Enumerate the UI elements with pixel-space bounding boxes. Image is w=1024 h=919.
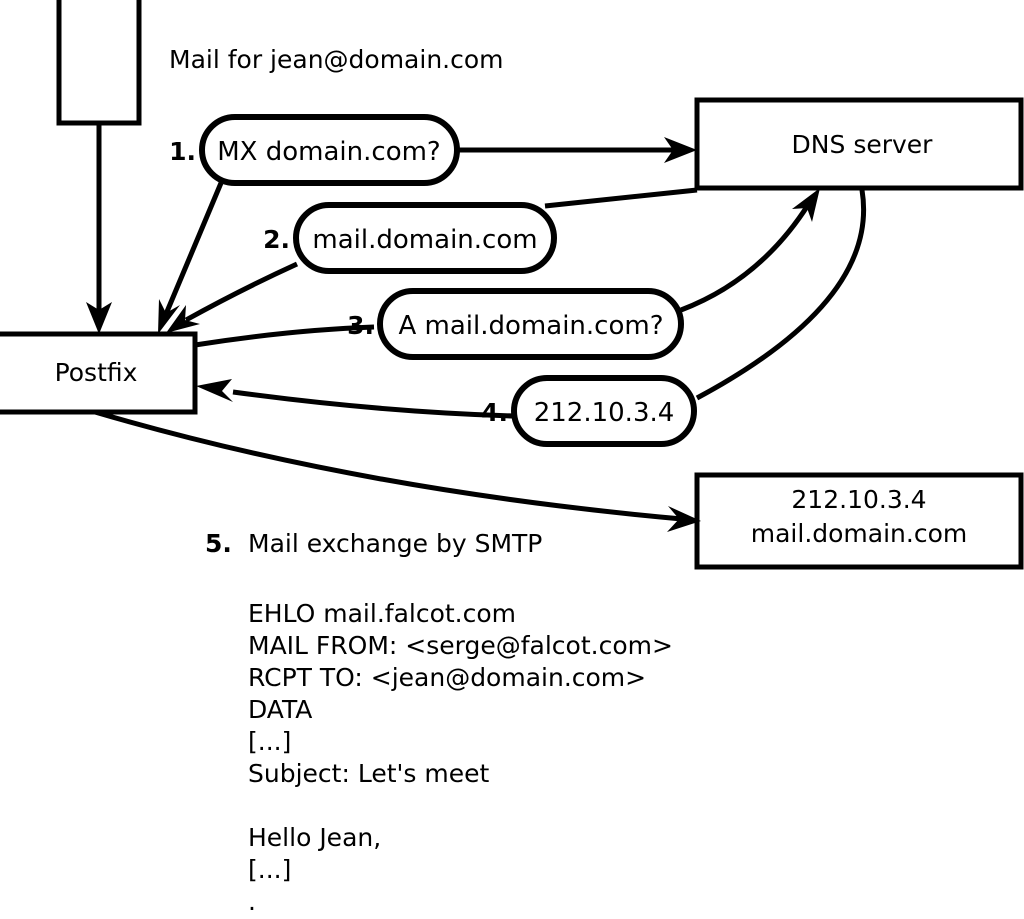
step-1-label: MX domain.com? [217, 137, 440, 167]
step-5-number: 5. [205, 529, 232, 558]
step-3-label: A mail.domain.com? [399, 311, 664, 341]
arrowhead-step2-to-postfix [166, 305, 200, 333]
arrowhead-step1-tail [158, 299, 180, 334]
bubble-step-1 [199, 114, 460, 186]
edge-step3-to-dns [680, 203, 811, 313]
bubble-step-2 [293, 202, 557, 274]
step-2-label: mail.domain.com [312, 225, 537, 255]
node-dns-label: DNS server [792, 130, 934, 159]
transcript-line: . [248, 887, 256, 916]
arrowhead-step1-to-dns [664, 137, 697, 163]
node-mailserver-line2: mail.domain.com [751, 519, 967, 548]
edge-postfix-to-mailserver [94, 409, 683, 522]
step-2-number: 2. [263, 225, 290, 254]
transcript-line: DATA [248, 695, 312, 724]
node-mailserver-box [694, 472, 1024, 570]
step-1-number: 1. [169, 137, 196, 166]
smtp-transcript: EHLO mail.falcot.com MAIL FROM: <serge@f… [248, 599, 673, 916]
transcript-line: RCPT TO: <jean@domain.com> [248, 663, 646, 692]
step-3-number: 3. [347, 311, 374, 340]
node-dns-box [694, 97, 1024, 191]
bubble-step-3 [377, 288, 684, 360]
transcript-line: [...] [248, 855, 291, 884]
step-4-label: 212.10.3.4 [534, 398, 675, 428]
arrowhead-step4-to-postfix [196, 379, 233, 402]
transcript-line: Subject: Let's meet [248, 759, 489, 788]
edge-dns-to-step4 [695, 189, 867, 401]
transcript-line: EHLO mail.falcot.com [248, 599, 516, 628]
edge-dns-to-step2 [544, 187, 698, 209]
arrowhead-step3-to-dns [792, 188, 820, 222]
arrowhead-postfix-to-mailserver [667, 506, 701, 532]
bubble-step-4 [511, 375, 697, 447]
transcript-line: Hello Jean, [248, 823, 381, 852]
edge-step2-to-postfix [184, 261, 299, 323]
edge-step1-tail [163, 182, 224, 315]
transcript-line: MAIL FROM: <serge@falcot.com> [248, 631, 673, 660]
step-5-title: Mail exchange by SMTP [248, 529, 542, 558]
node-postfix-box [0, 331, 198, 415]
node-mailserver-line1: 212.10.3.4 [791, 485, 926, 514]
edge-step4-to-postfix [232, 389, 515, 419]
node-postfix-label: Postfix [55, 358, 138, 387]
step-4-number: 4. [481, 398, 508, 427]
node-client-box [56, 0, 142, 126]
edge-postfix-to-step3 [194, 324, 375, 348]
diagram-caption: Mail for jean@domain.com [169, 45, 504, 74]
arrowhead-client-to-postfix [86, 302, 112, 334]
transcript-line: [...] [248, 727, 291, 756]
